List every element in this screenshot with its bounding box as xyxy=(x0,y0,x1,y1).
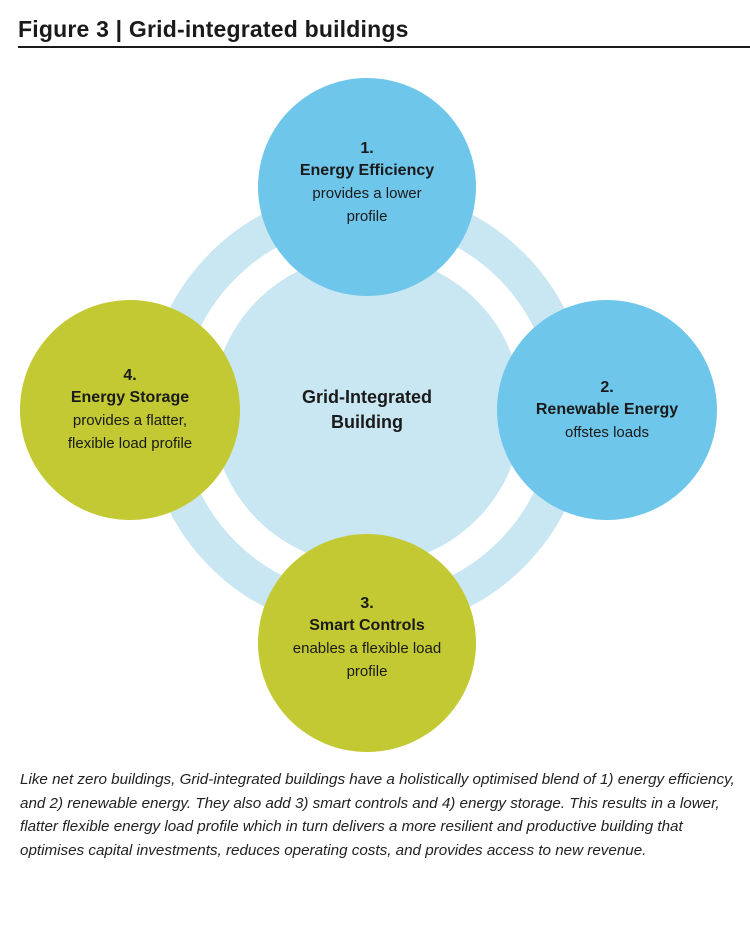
node-title: Energy Efficiency xyxy=(299,162,435,179)
node-smart-controls: 3. Smart Controls enables a flexible loa… xyxy=(258,534,476,752)
figure-title: Figure 3 | Grid-integrated buildings xyxy=(18,16,409,42)
node-description: offstes loads xyxy=(565,423,649,441)
center-label: Grid-Integrated Building xyxy=(212,255,522,565)
node-number: 3. xyxy=(360,595,374,612)
figure-caption: Like net zero buildings, Grid-integrated… xyxy=(20,771,735,859)
node-description: provides a lower profile xyxy=(312,185,422,225)
figure-header: Figure 3 | Grid-integrated buildings xyxy=(18,14,750,48)
node-number: 2. xyxy=(600,378,614,396)
node-description: provides a flatter, flexible load profil… xyxy=(67,412,193,452)
node-description: enables a flexible load profile xyxy=(292,640,442,680)
node-number: 4. xyxy=(123,367,137,384)
node-title: Renewable Energy xyxy=(535,400,679,418)
grid-integrated-diagram: Grid-Integrated Building 1. Energy Effic… xyxy=(0,60,750,752)
node-renewable-energy: 2. Renewable Energy offstes loads xyxy=(497,300,717,520)
node-title: Energy Storage xyxy=(70,389,190,406)
node-title: Smart Controls xyxy=(309,617,425,634)
center-disc xyxy=(212,255,522,565)
node-energy-storage: 4. Energy Storage provides a flatter, fl… xyxy=(20,300,240,520)
node-energy-efficiency: 1. Energy Efficiency provides a lower pr… xyxy=(258,78,476,296)
center-title: Grid-Integrated Building xyxy=(301,387,432,432)
node-number: 1. xyxy=(360,140,374,157)
